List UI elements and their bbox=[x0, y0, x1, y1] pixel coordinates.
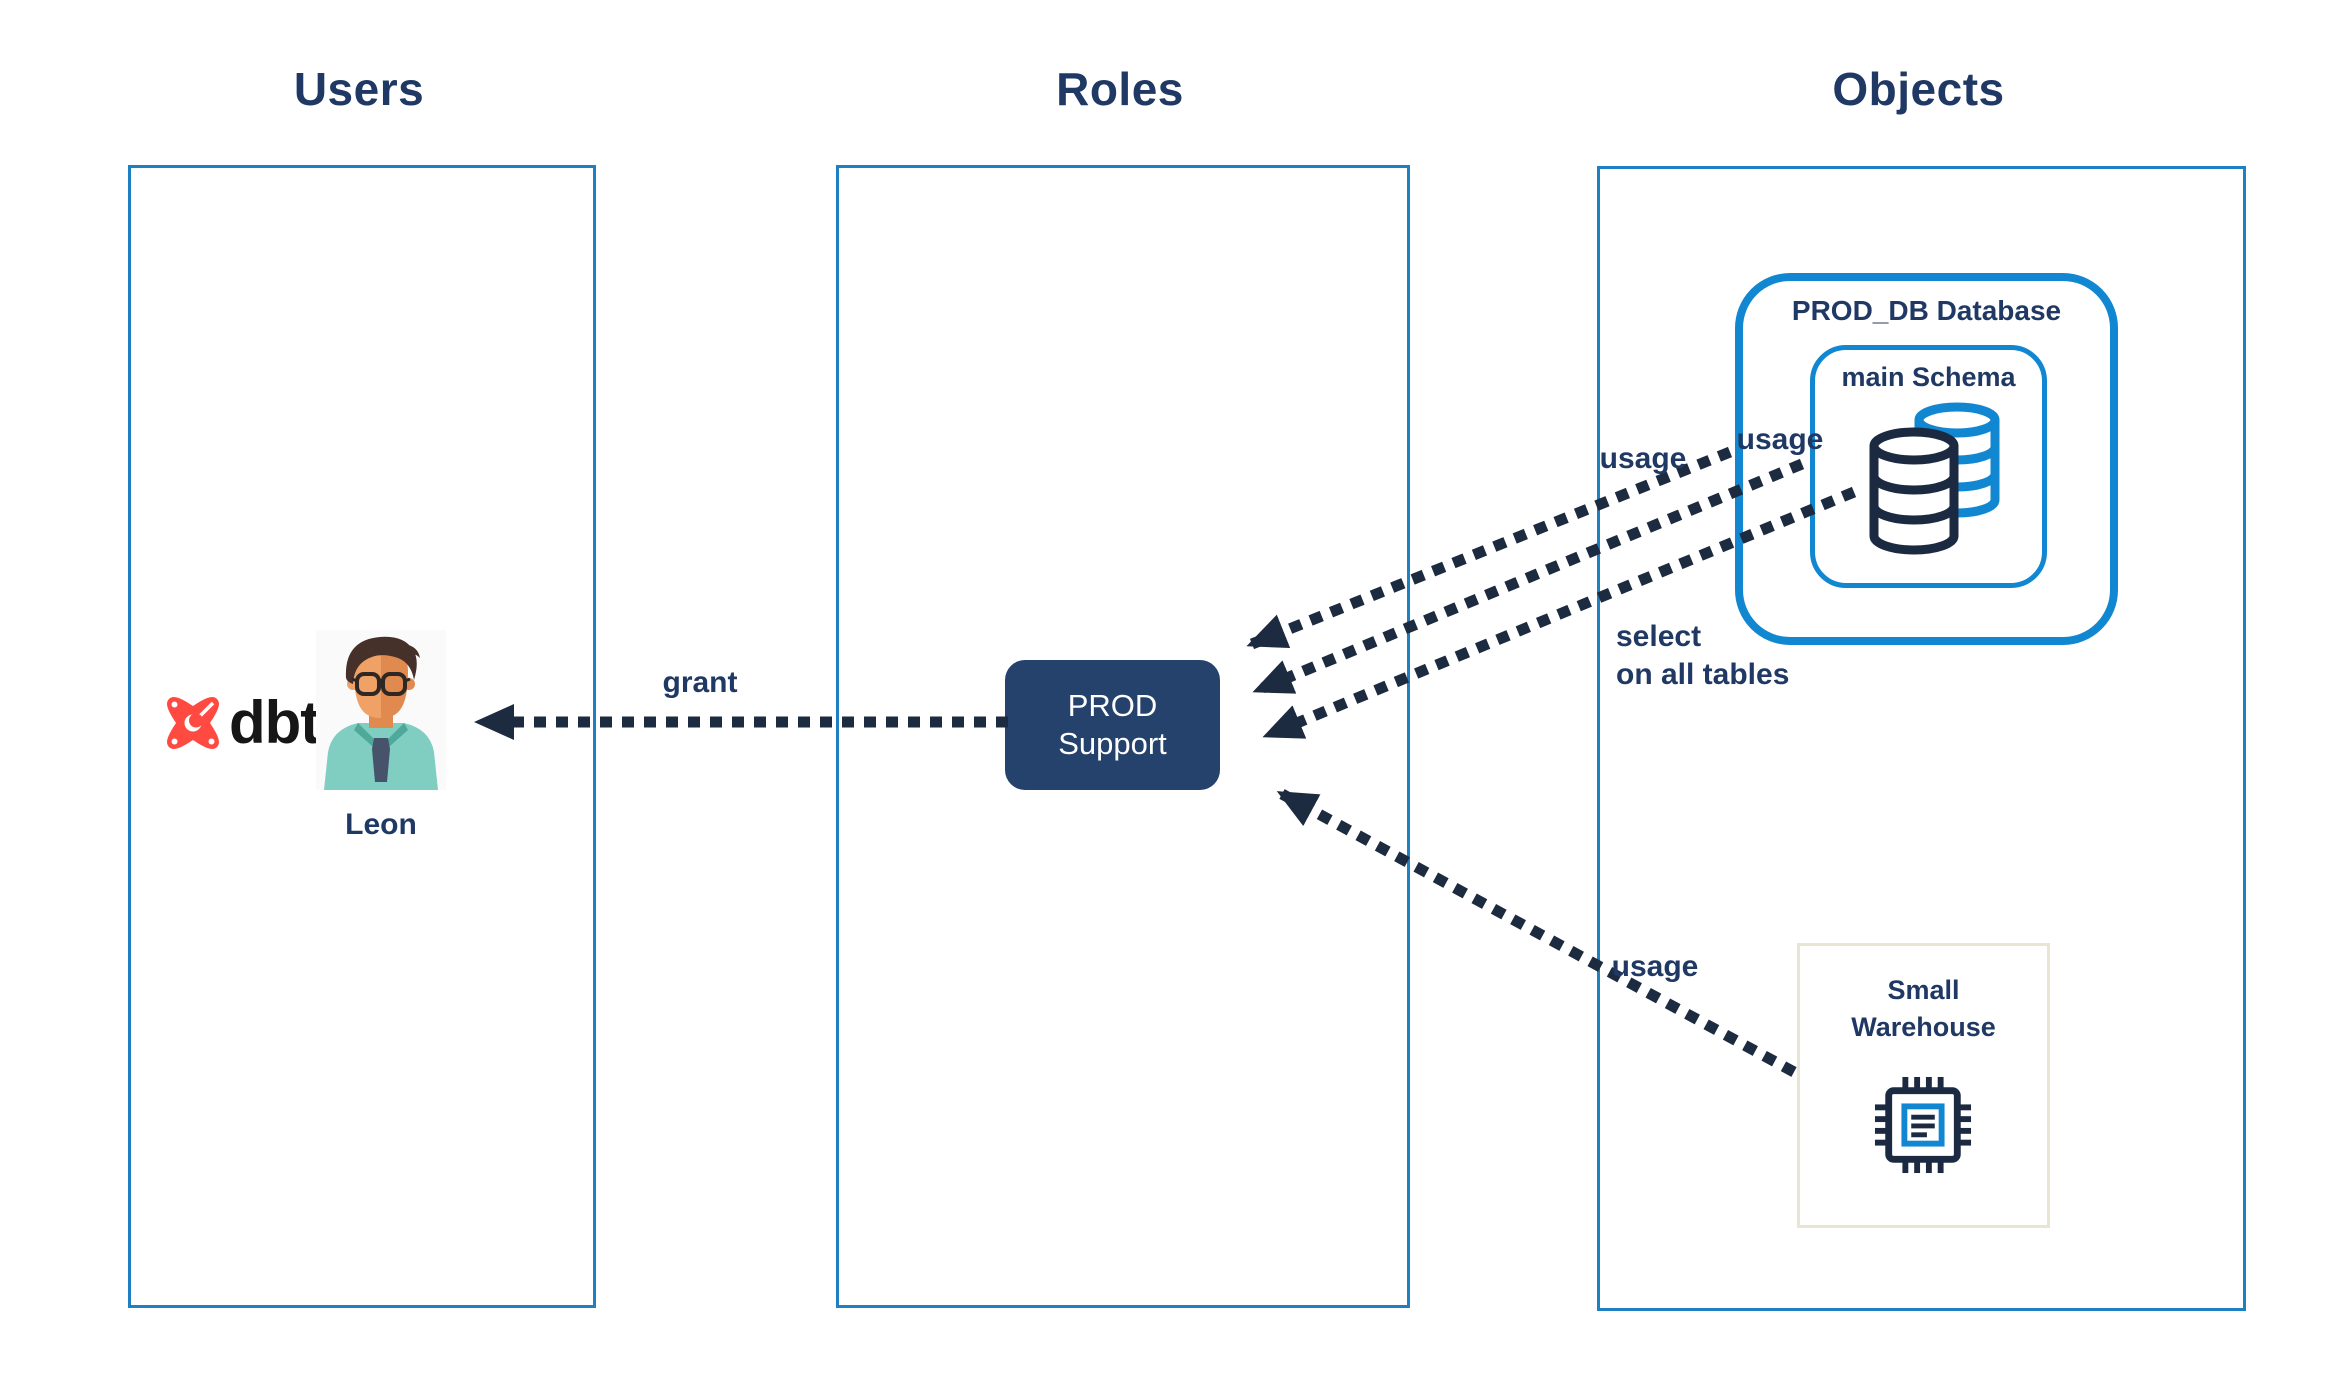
roles-column-title: Roles bbox=[1056, 63, 1184, 115]
small-warehouse-title: Small Warehouse bbox=[1851, 975, 1996, 1042]
objects-column-title: Objects bbox=[1832, 63, 2005, 115]
usage-warehouse-label: usage bbox=[1611, 950, 1699, 983]
usage-database-label: usage bbox=[1599, 442, 1687, 475]
database-tables-icon bbox=[1869, 402, 2000, 555]
user-avatar bbox=[316, 630, 446, 790]
select-tables-label: select on all tables bbox=[1616, 618, 1846, 694]
prod-support-role-label: PROD Support bbox=[1058, 688, 1167, 761]
dbt-logo: dbt bbox=[163, 688, 320, 757]
select-tables-label-line1: select bbox=[1616, 620, 1702, 653]
prod-db-database-title: PROD_DB Database bbox=[1791, 295, 2062, 326]
user-name-label: Leon bbox=[345, 808, 417, 841]
dbt-logo-text: dbt bbox=[229, 689, 320, 756]
select-tables-label-line2: on all tables bbox=[1616, 658, 1790, 691]
usage-schema-label: usage bbox=[1736, 423, 1824, 456]
prod-support-role-node: PROD Support bbox=[1005, 660, 1220, 790]
main-schema-title: main Schema bbox=[1841, 362, 2016, 392]
grant-label: grant bbox=[662, 666, 738, 699]
users-column-title: Users bbox=[293, 63, 425, 115]
dbt-logo-icon bbox=[167, 696, 219, 749]
warehouse-chip-icon bbox=[1874, 1076, 1972, 1174]
small-warehouse-box: Small Warehouse bbox=[1797, 943, 2050, 1228]
users-column-box bbox=[128, 165, 596, 1308]
